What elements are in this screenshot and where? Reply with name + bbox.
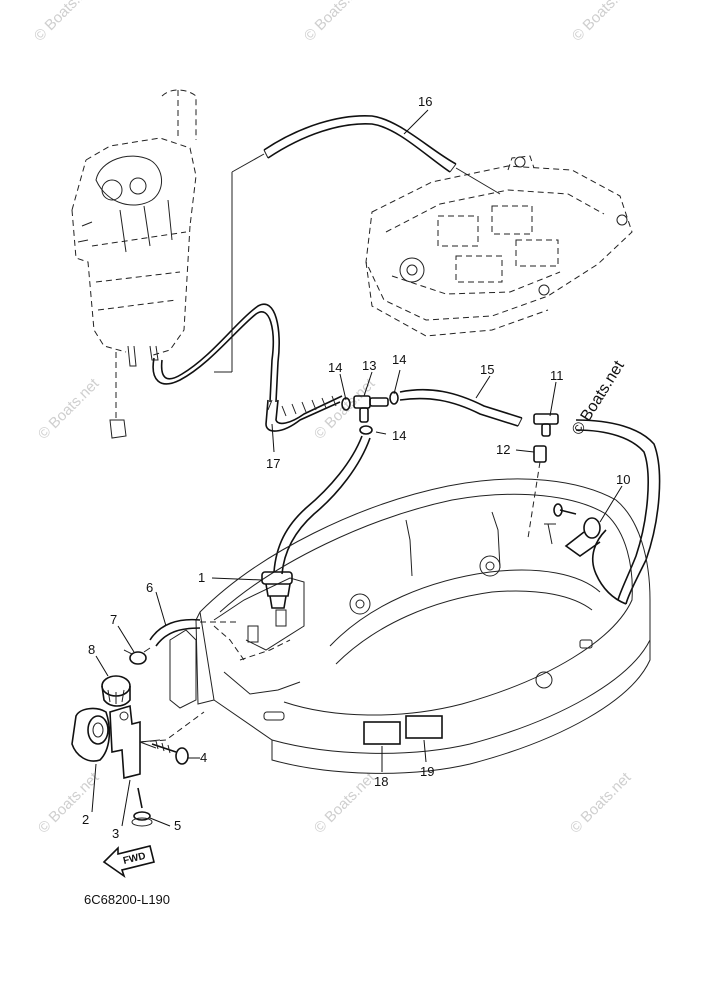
- callout-8: 8: [88, 642, 95, 657]
- clamp-10: [544, 503, 601, 557]
- fwd-arrow-icon: FWD: [102, 845, 155, 879]
- callout-11: 11: [550, 368, 564, 383]
- engine-outline: [71, 89, 197, 439]
- joint-12: [527, 445, 547, 539]
- callout-14-right: 14: [392, 352, 406, 367]
- callout-14-left: 14: [328, 360, 342, 375]
- callout-14-lower: 14: [392, 428, 406, 443]
- diagram-code: 6C68200-L190: [84, 892, 170, 907]
- watermark-bottom-center: © Boats.net: [311, 769, 379, 837]
- watermark-top-center: © Boats.net: [301, 0, 369, 45]
- callout-1: 1: [198, 570, 205, 585]
- callout-4: 4: [200, 750, 207, 765]
- hose-15: [399, 388, 523, 427]
- hose-16: [263, 115, 457, 173]
- callout-18: 18: [374, 774, 388, 789]
- lower-cowling-outline: [169, 478, 651, 774]
- callout-16: 16: [418, 94, 432, 109]
- bracket-3: [109, 704, 205, 780]
- hose-17: [152, 303, 343, 432]
- hose-right: [575, 419, 661, 605]
- routing-lines: [214, 153, 501, 373]
- leader-lines: [91, 109, 623, 827]
- grommet-1: [261, 571, 293, 609]
- callout-7: 7: [110, 612, 117, 627]
- watermark-bottom-right: © Boats.net: [567, 769, 635, 837]
- callout-15: 15: [480, 362, 494, 377]
- callout-3: 3: [112, 826, 119, 841]
- callout-6: 6: [146, 580, 153, 595]
- callout-2: 2: [82, 812, 89, 827]
- drain-hose: [273, 435, 371, 575]
- callout-5: 5: [174, 818, 181, 833]
- screw-5: [131, 787, 153, 827]
- callout-13: 13: [362, 358, 376, 373]
- labels-18-19: [363, 715, 443, 745]
- watermark-top-left: © Boats.net: [31, 0, 99, 45]
- clip-7: [123, 647, 151, 665]
- callout-19: 19: [420, 764, 434, 779]
- watermark-top-right: © Boats.net: [569, 0, 637, 45]
- nut-8: [101, 675, 131, 707]
- hose-6: [149, 618, 236, 647]
- callout-17: 17: [266, 456, 280, 471]
- grommet-2: [71, 707, 111, 762]
- joint-11: [533, 413, 559, 437]
- screw-4: [151, 740, 189, 765]
- watermarks: © Boats.net © Boats.net © Boats.net © Bo…: [31, 0, 637, 837]
- callout-10: 10: [616, 472, 630, 487]
- upper-bracket-outline: [365, 155, 633, 337]
- watermark-mid-left: © Boats.net: [35, 375, 103, 443]
- watermark-hose: © Boats.net: [569, 358, 628, 439]
- callouts: 16 14 13 14 14 15 11 12 10 17 1 6 7 8 4 …: [82, 94, 630, 841]
- callout-12: 12: [496, 442, 510, 457]
- fwd-label: FWD: [122, 851, 147, 867]
